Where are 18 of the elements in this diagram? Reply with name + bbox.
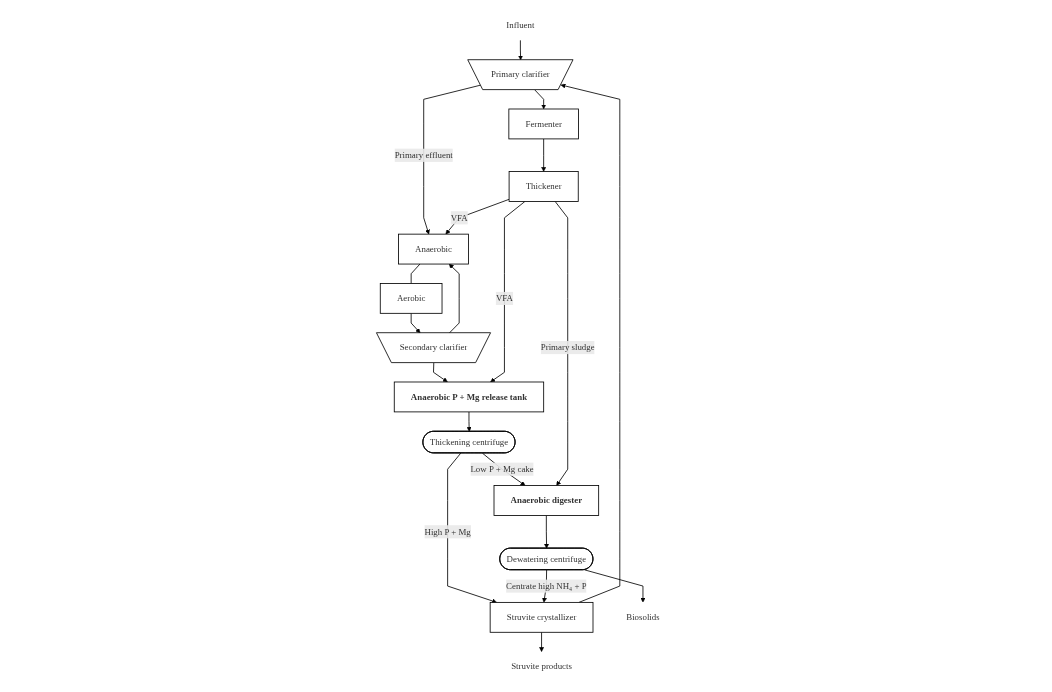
node-text: Influent bbox=[505, 20, 535, 30]
node-box: Struvite crystallizer bbox=[489, 601, 594, 633]
edge-label: Primary sludge bbox=[540, 342, 595, 353]
node-text: Biosolids bbox=[625, 612, 660, 622]
edge-label: VFA bbox=[450, 212, 468, 223]
connector bbox=[410, 263, 420, 284]
node-box: Anaerobic P + Mg release tank bbox=[393, 381, 544, 413]
edge-label: Low P + Mg cake bbox=[470, 464, 534, 474]
node-box: Fermenter bbox=[508, 108, 579, 140]
edge-label: VFA bbox=[495, 293, 513, 303]
node-text: Struvite products bbox=[510, 661, 572, 672]
node-box: Thickener bbox=[508, 171, 579, 202]
node-box: Anaerobic bbox=[397, 233, 469, 265]
edge-label: High P + Mg bbox=[424, 526, 471, 537]
node-box: Anaerobic digester bbox=[493, 485, 599, 516]
edge-label: Primary effluent bbox=[394, 150, 453, 160]
node-box: Aerobic bbox=[379, 283, 443, 314]
edge-label: Centrate high NH₄ + P bbox=[505, 581, 587, 591]
